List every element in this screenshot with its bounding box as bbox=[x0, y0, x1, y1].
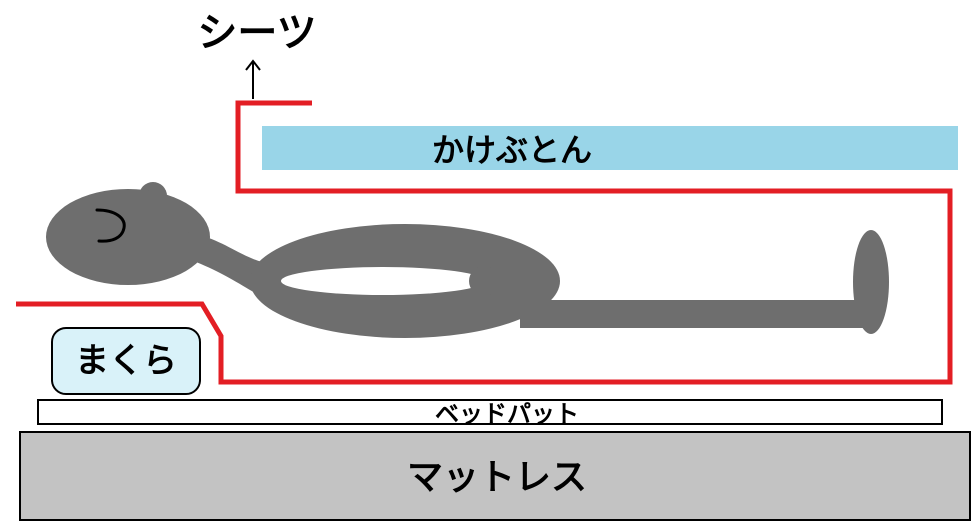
pillow: まくら bbox=[51, 327, 201, 395]
comforter-body bbox=[262, 126, 958, 170]
comforter: かけぶとん bbox=[262, 126, 958, 170]
person-hand bbox=[469, 266, 499, 296]
person-head bbox=[46, 189, 210, 285]
sheet-label: シーツ bbox=[197, 10, 316, 56]
person-legs bbox=[520, 300, 870, 328]
sleeping-person bbox=[46, 182, 889, 338]
mattress: マットレス bbox=[19, 431, 971, 521]
pillow-label: まくら bbox=[75, 341, 177, 381]
sheet-line bbox=[16, 100, 953, 385]
pillow-body bbox=[51, 327, 201, 395]
closed-eye-icon bbox=[95, 208, 126, 243]
person-arm-gap bbox=[281, 267, 485, 295]
person-feet bbox=[853, 230, 889, 334]
bed-pad-label: ベッドパット bbox=[435, 400, 579, 428]
bed-pad: ベッドパット bbox=[37, 399, 943, 428]
mattress-label: マットレス bbox=[407, 457, 587, 498]
bed-pad-body bbox=[37, 399, 943, 425]
comforter-label: かけぶとん bbox=[432, 131, 592, 169]
mattress-body bbox=[19, 431, 971, 521]
arrow-up-icon bbox=[245, 59, 261, 99]
